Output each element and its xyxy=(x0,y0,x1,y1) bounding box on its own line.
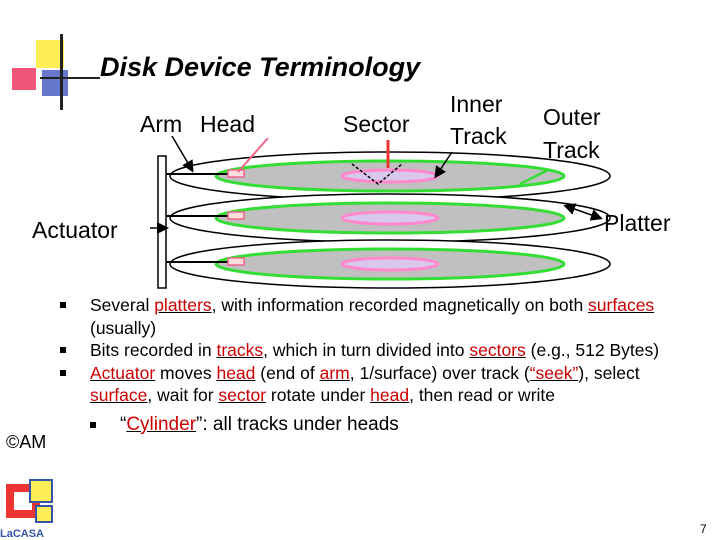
text-run: (end of xyxy=(255,362,320,383)
bullet-text: Actuator moves head (end of arm, 1/surfa… xyxy=(90,363,640,406)
inner-track-arrow xyxy=(434,151,453,179)
sector-bracket xyxy=(351,163,403,185)
text-run: “ xyxy=(120,413,127,435)
term-highlight: Actuator xyxy=(90,362,156,383)
bullet-marker xyxy=(60,369,66,376)
text-run: ”: all tracks under heads xyxy=(196,413,399,435)
term-highlight: arm xyxy=(319,362,350,383)
sub-bullet-item: “Cylinder”: all tracks under heads xyxy=(60,413,700,437)
term-highlight: head xyxy=(370,385,410,405)
bullet-text: “Cylinder”: all tracks under heads xyxy=(120,414,399,435)
lacasa-logo-icon xyxy=(6,479,53,523)
arm-label: Arm xyxy=(140,111,183,137)
lacasa-logo-text: LaCASA xyxy=(0,528,45,540)
text-run: rotate under xyxy=(266,385,371,405)
term-highlight: surface xyxy=(90,385,148,405)
outer-track-label-2: Track xyxy=(543,137,600,163)
text-run: , 1/surface) over track ( xyxy=(349,362,530,383)
text-run: ), select xyxy=(578,362,640,383)
term-highlight: “seek” xyxy=(529,362,579,383)
bullet-list: Several platters, with information recor… xyxy=(60,294,700,437)
bullet-item: Several platters, with information recor… xyxy=(60,294,700,339)
head-label: Head xyxy=(200,111,255,137)
term-highlight: platters xyxy=(154,295,212,315)
term-highlight: Cylinder xyxy=(126,413,197,435)
arms xyxy=(166,169,245,266)
bullet-text: Several platters, with information recor… xyxy=(90,295,654,338)
text-run: (e.g., 512 Bytes) xyxy=(525,340,660,360)
platter-arrow xyxy=(563,203,603,221)
outer-track-label-1: Outer xyxy=(543,104,601,130)
actuator-label: Actuator xyxy=(32,217,118,243)
term-highlight: tracks xyxy=(216,340,264,360)
corner-logo-graphic xyxy=(12,34,100,110)
text-run: , which in turn divided into xyxy=(263,340,470,360)
platter-2 xyxy=(169,193,611,243)
text-run: (usually) xyxy=(90,317,157,338)
term-highlight: head xyxy=(216,362,256,383)
inner-track-label-2: Track xyxy=(450,123,507,149)
bullet-marker xyxy=(60,347,66,353)
bullet-marker xyxy=(60,302,66,308)
slide-title: Disk Device Terminology xyxy=(100,52,421,82)
bullet-item: Actuator moves head (end of arm, 1/surfa… xyxy=(60,362,700,407)
text-run: , wait for xyxy=(147,385,219,405)
platter-3 xyxy=(169,239,611,289)
text-run: Bits recorded in xyxy=(90,340,217,360)
page-number: 7 xyxy=(700,522,707,536)
text-run: moves xyxy=(155,362,217,383)
sector-label: Sector xyxy=(343,111,410,137)
outer-track-arrow xyxy=(519,168,549,186)
disk-diagram xyxy=(150,135,611,289)
text-run: Several xyxy=(90,295,155,315)
platter-label: Platter xyxy=(604,210,671,236)
bullet-text: Bits recorded in tracks, which in turn d… xyxy=(90,340,659,360)
term-highlight: surfaces xyxy=(588,295,655,315)
actuator-post xyxy=(157,155,167,289)
term-highlight: sectors xyxy=(469,340,526,360)
text-run: , then read or write xyxy=(409,385,555,405)
inner-track-label-1: Inner xyxy=(450,91,503,117)
head-arrow xyxy=(237,137,269,173)
copyright-mark: ©AM xyxy=(6,432,47,452)
bullet-marker xyxy=(90,421,96,428)
platter-1 xyxy=(169,151,611,201)
bullet-item: Bits recorded in tracks, which in turn d… xyxy=(60,339,700,362)
term-highlight: sector xyxy=(218,385,267,405)
arm-arrow xyxy=(171,135,194,173)
text-run: , with information recorded magnetically… xyxy=(211,295,589,315)
